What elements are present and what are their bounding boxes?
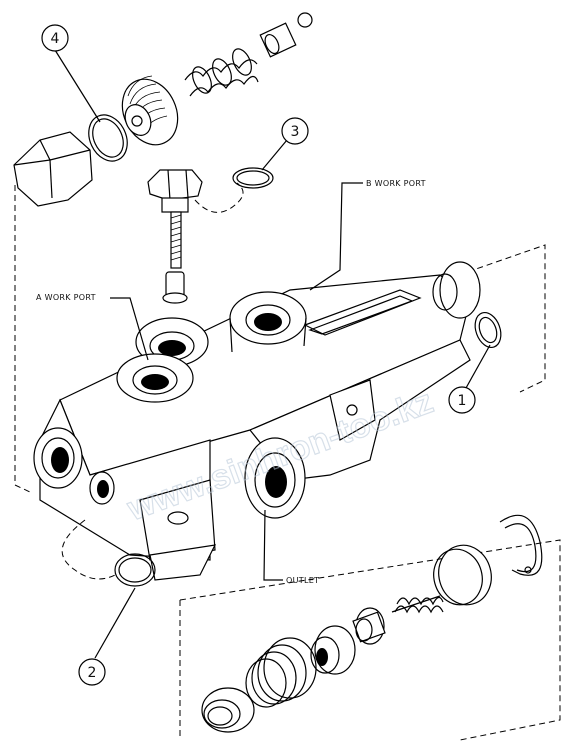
b-work-port-label: B WORK PORT bbox=[366, 179, 426, 188]
adjusting-screw bbox=[147, 169, 203, 304]
check-disc bbox=[433, 544, 492, 606]
callout-4: 4 bbox=[41, 24, 69, 52]
check-poppet bbox=[310, 625, 356, 675]
a-work-port-boss bbox=[116, 317, 209, 403]
oring-3-phantom-path bbox=[194, 182, 244, 213]
oring-4 bbox=[88, 114, 128, 162]
b-work-port-boss bbox=[229, 291, 307, 353]
relief-valve-spring bbox=[184, 48, 259, 97]
relief-valve-threaded-body bbox=[121, 75, 179, 146]
oring-3 bbox=[232, 167, 274, 189]
ring-1 bbox=[474, 311, 502, 349]
oring-2-phantom-path bbox=[61, 519, 116, 580]
a-work-port-label: A WORK PORT bbox=[36, 293, 96, 302]
callout-3: 3 bbox=[281, 117, 309, 145]
oring-2 bbox=[114, 553, 156, 587]
svg-text:3: 3 bbox=[291, 124, 300, 140]
callout-1: 1 bbox=[448, 386, 476, 414]
svg-text:1: 1 bbox=[458, 393, 467, 409]
svg-text:2: 2 bbox=[88, 665, 97, 681]
relief-valve-cap-hex bbox=[13, 131, 93, 207]
check-retainer bbox=[201, 687, 255, 733]
check-guide bbox=[352, 607, 386, 645]
phantom-frame-upper bbox=[14, 185, 546, 493]
lower-mount-block bbox=[139, 479, 217, 581]
inlet-port bbox=[33, 427, 115, 505]
svg-text:4: 4 bbox=[51, 31, 60, 47]
leader-lines bbox=[54, 49, 491, 659]
check-spring-large bbox=[245, 637, 317, 708]
callout-2: 2 bbox=[78, 658, 106, 686]
outlet-port-boss bbox=[244, 437, 306, 519]
outlet-label: OUTLET bbox=[286, 576, 319, 585]
phantom-frame-lower bbox=[179, 539, 561, 741]
relief-valve-poppet bbox=[259, 12, 313, 58]
snap-ring bbox=[499, 514, 543, 576]
check-spring bbox=[391, 595, 444, 614]
